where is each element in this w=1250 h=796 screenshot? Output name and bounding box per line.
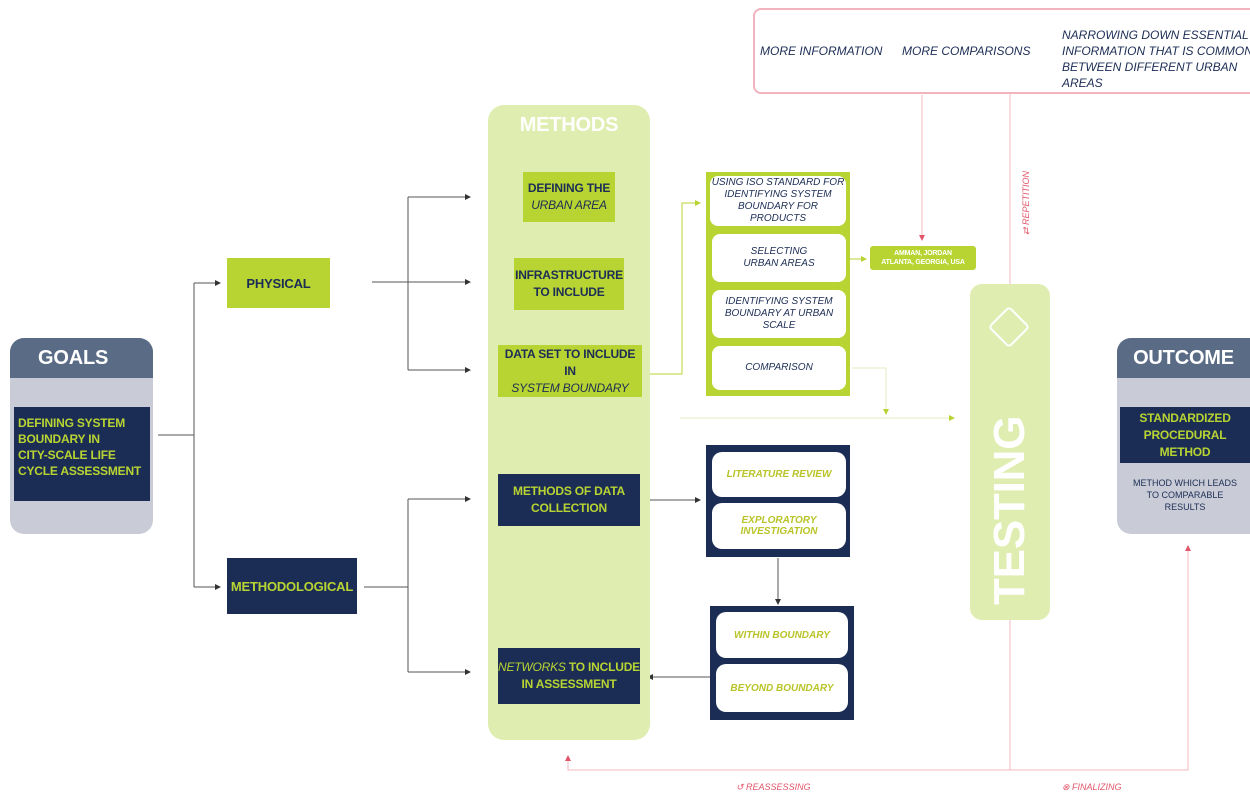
outcome-result: STANDARDIZED PROCEDURAL METHOD — [1120, 407, 1250, 463]
outcome-desc-line-3: RESULTS — [1164, 502, 1206, 512]
finalize-icon: ⊗ — [1062, 782, 1073, 792]
cities-line-2: ATLANTA, GEORGIA, USA — [881, 259, 965, 266]
methodological-node: METHODOLOGICAL — [227, 558, 357, 614]
step-more-comparisons: MORE COMPARISONS — [902, 44, 1031, 58]
beyond-boundary-item: BEYOND BOUNDARY — [716, 664, 848, 712]
goals-line-1: DEFINING SYSTEM — [18, 416, 126, 430]
iso-line-2: IDENTIFYING SYSTEM — [724, 189, 832, 200]
infra-line-2: TO INCLUDE — [533, 285, 605, 299]
outcome-desc-line-1: METHOD WHICH LEADS — [1132, 478, 1237, 488]
reassess-icon: ↺ — [736, 782, 747, 792]
iso-line-1: USING ISO STANDARD FOR — [711, 177, 845, 188]
collection-line-1: METHODS OF DATA — [513, 484, 625, 498]
iso-line-3: BOUNDARY FOR PRODUCTS — [737, 201, 818, 224]
selecting-line-1: SELECTING — [750, 246, 808, 257]
networks-italic: NETWORKS — [498, 660, 566, 674]
dataset-line-2: SYSTEM BOUNDARY — [511, 380, 629, 395]
goals-title: GOALS — [10, 338, 153, 378]
exploratory-investigation-item: EXPLORATORY INVESTIGATION — [712, 503, 846, 549]
testing-column — [970, 284, 1050, 620]
outcome-description: METHOD WHICH LEADS TO COMPARABLE RESULTS — [1120, 472, 1250, 518]
networks-rest: TO INCLUDE — [565, 660, 640, 674]
within-boundary-item: WITHIN BOUNDARY — [716, 612, 848, 658]
networks-line-2: IN ASSESSMENT — [521, 677, 617, 691]
iso-standard-step: USING ISO STANDARD FOR IDENTIFYING SYSTE… — [710, 176, 846, 226]
narrowing-line-1: NARROWING DOWN ESSENTIAL — [1062, 28, 1249, 42]
outcome-result-line-1: STANDARDIZED — [1139, 410, 1231, 425]
testing-label: TESTING — [985, 415, 1034, 605]
step-more-information: MORE INFORMATION — [760, 44, 883, 58]
identifying-boundary-step: IDENTIFYING SYSTEM BOUNDARY AT URBAN SCA… — [712, 290, 846, 338]
data-collection-node: METHODS OF DATA COLLECTION — [498, 474, 640, 526]
finalizing-text: FINALIZING — [1072, 782, 1122, 792]
outcome-result-line-2: PROCEDURAL METHOD — [1143, 427, 1227, 459]
reassessing-label: ↺ REASSESSING — [736, 782, 811, 793]
narrowing-line-2: INFORMATION THAT IS COMMON — [1062, 44, 1250, 58]
goals-line-2: BOUNDARY IN — [18, 432, 100, 446]
outcome-title: OUTCOME — [1117, 338, 1250, 378]
outcome-desc-line-2: TO COMPARABLE — [1146, 490, 1224, 500]
defining-line-2: URBAN AREA — [531, 198, 607, 212]
repetition-label: ⇄ REPETITION — [1021, 163, 1035, 243]
goals-line-4: CYCLE ASSESSMENT — [18, 464, 142, 478]
step-narrowing-down: NARROWING DOWN ESSENTIAL INFORMATION THA… — [1062, 27, 1250, 91]
collection-line-2: COLLECTION — [531, 501, 607, 515]
finalizing-label: ⊗ FINALIZING — [1062, 782, 1122, 793]
identifying-line-2: BOUNDARY AT URBAN SCALE — [724, 308, 834, 331]
selecting-line-2: URBAN AREAS — [743, 258, 815, 269]
repetition-text: REPETITION — [1021, 170, 1031, 225]
literature-review-item: LITERATURE REVIEW — [712, 452, 846, 497]
goals-line-3: CITY-SCALE LIFE — [18, 448, 116, 462]
dataset-node: DATA SET TO INCLUDE IN SYSTEM BOUNDARY — [498, 345, 642, 397]
reassessing-text: REASSESSING — [746, 782, 811, 792]
infra-line-1: INFRASTRUCTURE — [515, 268, 623, 282]
repeat-icon: ⇄ — [1021, 224, 1031, 236]
selecting-urban-areas-step: SELECTING URBAN AREAS — [712, 234, 846, 282]
infrastructure-node: INFRASTRUCTURE TO INCLUDE — [514, 258, 624, 310]
iteration-box — [753, 8, 1250, 94]
methods-title: METHODS — [519, 113, 619, 136]
networks-node: NETWORKS TO INCLUDE IN ASSESSMENT — [498, 648, 640, 704]
cities-tag: AMMAN, JORDAN ATLANTA, GEORGIA, USA — [870, 246, 976, 270]
dataset-line-1: DATA SET TO INCLUDE IN — [504, 346, 636, 378]
cities-line-1: AMMAN, JORDAN — [894, 250, 952, 257]
goals-statement: DEFINING SYSTEM BOUNDARY IN CITY-SCALE L… — [14, 407, 150, 501]
comparison-step: COMPARISON — [712, 346, 846, 390]
identifying-line-1: IDENTIFYING SYSTEM — [725, 296, 833, 307]
defining-urban-area-node: DEFINING THE URBAN AREA — [523, 172, 615, 222]
narrowing-line-3: BETWEEN DIFFERENT URBAN AREAS — [1062, 60, 1238, 90]
physical-node: PHYSICAL — [227, 258, 330, 308]
defining-line-1: DEFINING THE — [527, 181, 611, 195]
